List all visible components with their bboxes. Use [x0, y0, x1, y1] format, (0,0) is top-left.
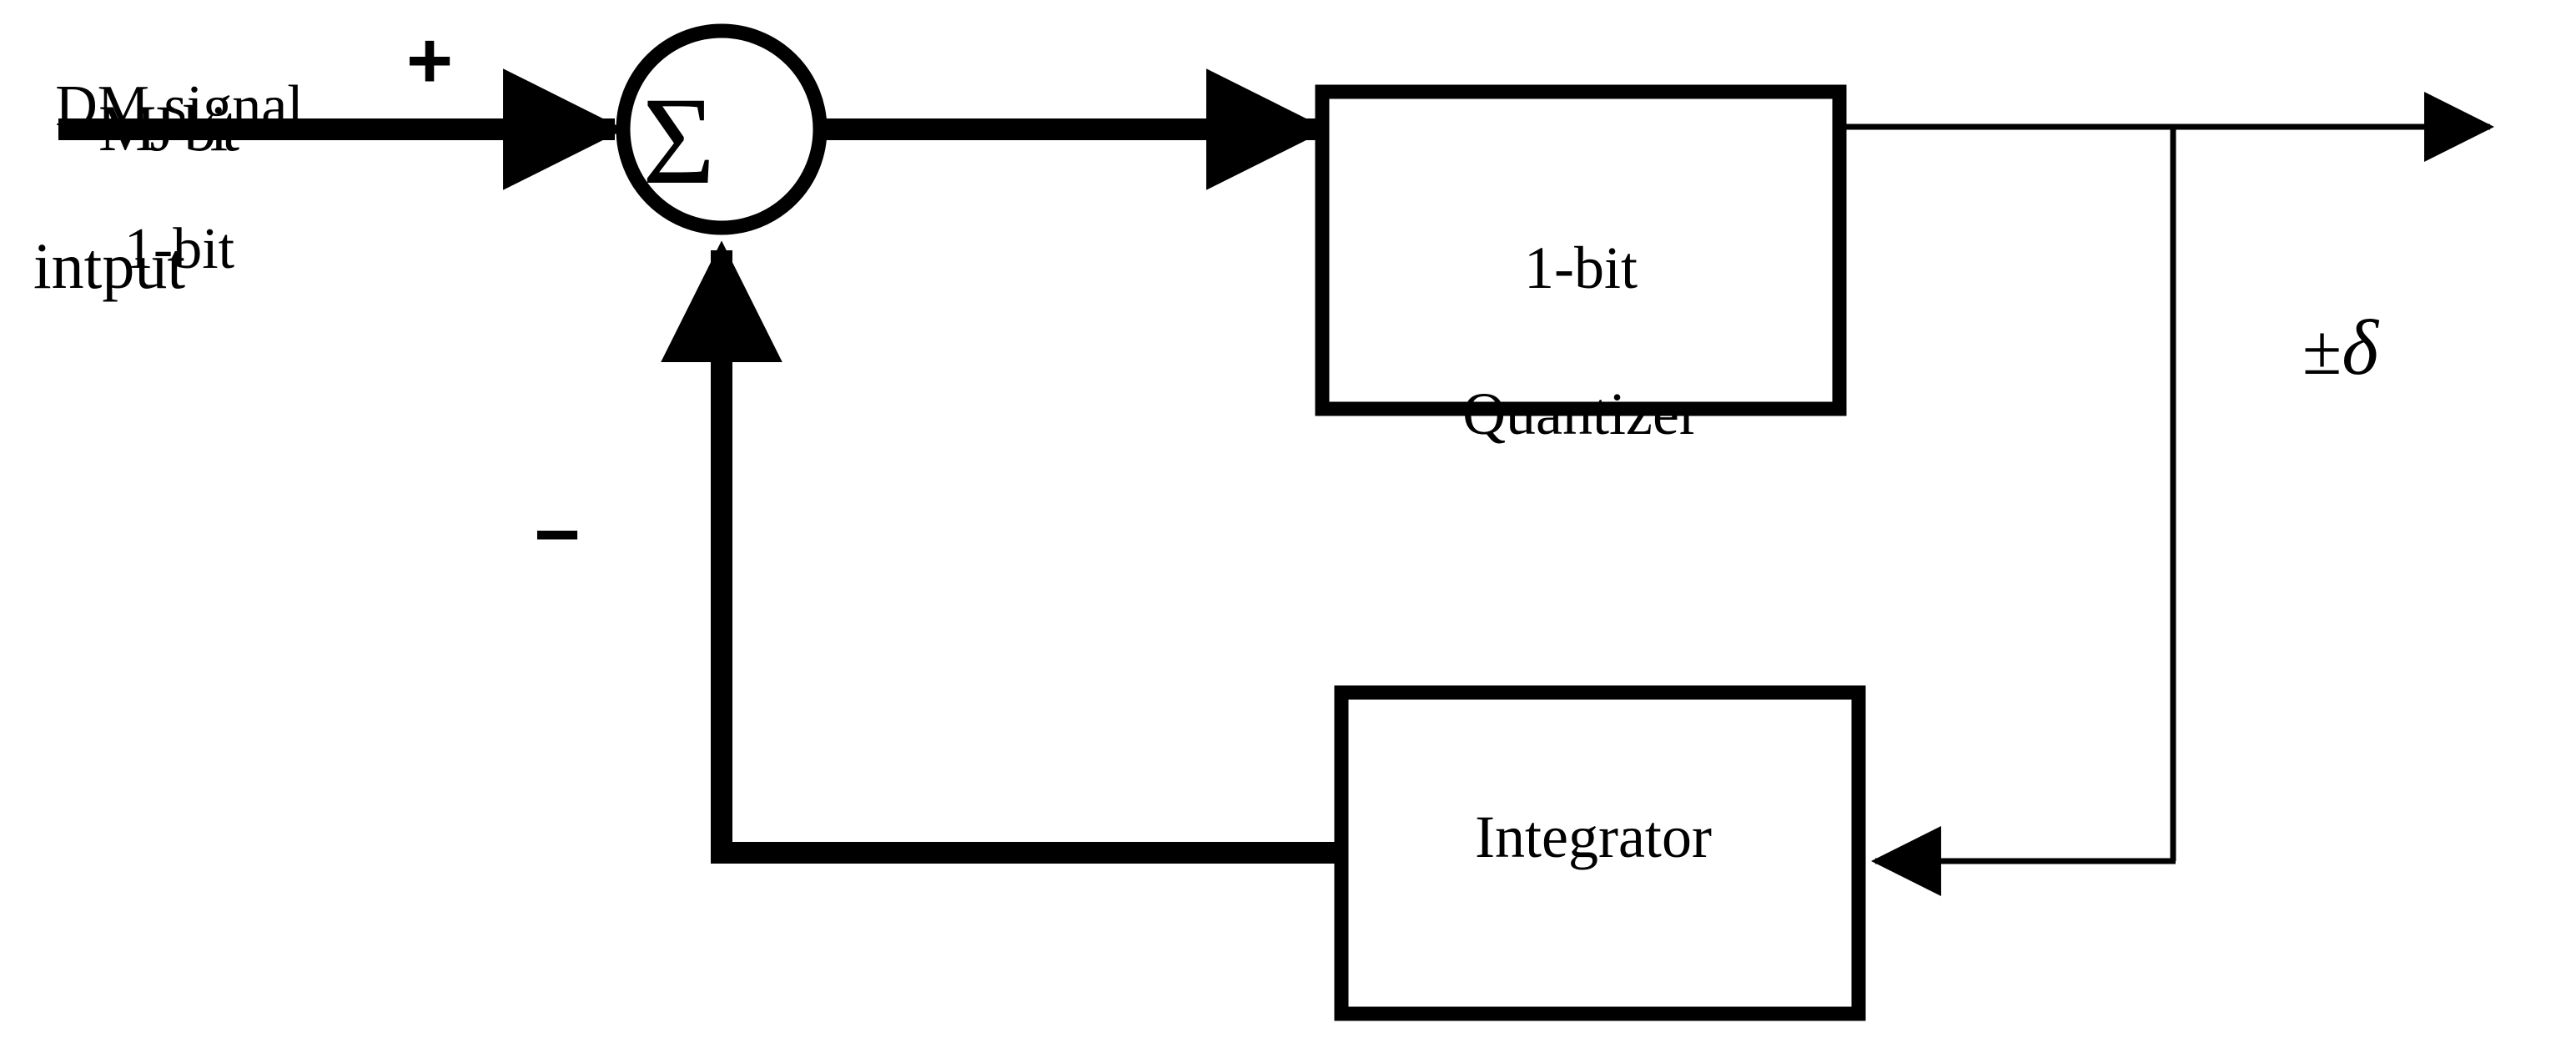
input-label-line1: MJ-bit: [98, 91, 239, 164]
output-label-line2: 1-bit: [123, 217, 235, 282]
quantizer-label-line2: Quantizer: [1462, 380, 1699, 448]
step-size-prefix: ±: [2302, 310, 2342, 390]
quantizer-block-rect: [1315, 84, 1847, 416]
delta-symbol: δ: [2342, 305, 2378, 391]
plus-sign-label: +: [406, 16, 454, 105]
quantizer-label-line1: 1-bit: [1524, 234, 1638, 301]
step-size-label: ±δ: [2302, 305, 2378, 391]
input-label: MJ-bit intput: [33, 25, 239, 439]
summation-sigma-label: Σ: [642, 72, 716, 210]
minus-sign-label: −: [534, 490, 581, 579]
integrator-feedback-path: [661, 240, 1335, 864]
integrator-block-rect: [1334, 685, 1866, 1021]
quantizer-block-label: 1-bit Quantizer: [1326, 159, 1835, 525]
input-label-line2: intput: [33, 229, 186, 303]
integrator-block-label: Integrator: [1475, 804, 1712, 870]
